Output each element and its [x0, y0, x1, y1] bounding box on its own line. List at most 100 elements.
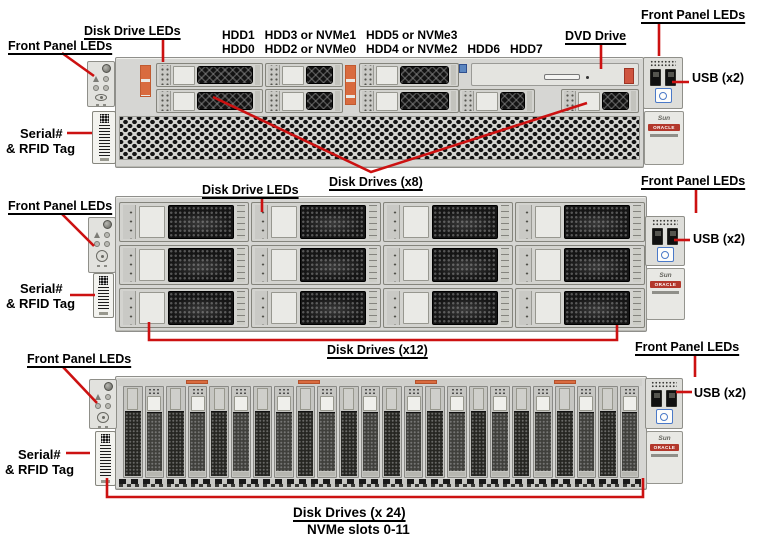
drive-led-indicators — [580, 388, 593, 395]
model-text-bar — [651, 291, 680, 294]
drive-label-strip — [451, 91, 456, 111]
drive-bay — [359, 89, 459, 113]
drive-face — [500, 92, 525, 110]
drive-label-strip — [633, 248, 641, 282]
drive-led-indicators — [462, 91, 474, 111]
drive-led-indicators — [564, 91, 576, 111]
serial-rfid-tag — [93, 273, 114, 318]
tag-bar — [99, 312, 108, 315]
drive-led-indicators — [387, 291, 400, 325]
drive-latch — [622, 396, 637, 411]
drive-slot — [187, 386, 208, 478]
usb-port — [652, 228, 663, 245]
service-label — [415, 380, 437, 384]
drive-label-strip — [237, 291, 245, 325]
led-row — [94, 241, 110, 247]
drive-face — [341, 411, 357, 476]
drive-latch — [403, 292, 429, 324]
drive-label-strip — [501, 248, 509, 282]
drive-bay — [156, 63, 263, 87]
power-button-icon — [97, 412, 109, 423]
status-icons — [652, 219, 678, 226]
callout-serial-mid-line2: & RFID Tag — [6, 296, 76, 311]
drive-label-strip — [535, 472, 551, 476]
drive-bay — [265, 63, 343, 87]
drive-face — [306, 92, 333, 110]
led-icon — [103, 85, 109, 91]
blue-label — [459, 64, 467, 73]
drive-slot — [533, 386, 553, 478]
drive-label-strip — [335, 65, 340, 85]
tag-bar — [99, 158, 109, 161]
dvd-drive-bay — [471, 63, 639, 86]
drive-latch — [282, 91, 304, 111]
usb-port — [650, 69, 661, 86]
usb-slot — [653, 393, 660, 398]
drive-face — [513, 411, 530, 476]
callout-front-panel-leds-mid-left: Front Panel LEDs — [8, 199, 113, 213]
drive-latch — [139, 292, 165, 324]
drive-latch — [282, 65, 304, 85]
drive-label-strip — [501, 205, 509, 239]
drive-slot — [209, 386, 229, 478]
usb-port — [665, 69, 676, 86]
qr-code-icon — [101, 434, 110, 443]
vent-dashes — [119, 484, 641, 487]
usb-port — [667, 228, 678, 245]
drive-face — [578, 412, 595, 471]
drive-face — [400, 92, 449, 110]
drive-slot — [619, 386, 640, 478]
service-label — [345, 65, 356, 105]
drive-label-strip — [501, 291, 509, 325]
callout-front-panel-leds-top-left: Front Panel LEDs — [8, 39, 113, 53]
drive-latch — [476, 91, 498, 111]
drive-led-indicators — [148, 388, 161, 395]
drive-latch — [320, 396, 335, 411]
drive-label-strip — [369, 291, 377, 325]
drive-bay — [515, 288, 645, 328]
drive-lever — [386, 388, 398, 410]
drive-slot — [339, 386, 359, 478]
label-mark — [97, 265, 100, 267]
drive-lever — [127, 388, 139, 410]
drive-led-indicators — [123, 291, 136, 325]
usb-slot — [667, 72, 674, 77]
drive-latch — [271, 292, 297, 324]
label-marks — [96, 104, 106, 106]
intel-mark — [659, 91, 667, 100]
drive-lever — [559, 388, 571, 410]
led-row — [95, 394, 111, 400]
warning-led-icon — [93, 76, 99, 82]
drive-led-indicators — [191, 388, 204, 395]
service-label — [186, 380, 208, 384]
drive-label-strip — [492, 472, 508, 476]
drive-bay — [383, 245, 513, 285]
drive-slot — [447, 386, 467, 478]
callout-nvme-slots: NVMe slots 0-11 — [307, 522, 410, 537]
drive-bay — [561, 89, 639, 113]
drive-latch — [579, 396, 594, 411]
front-io-panel — [645, 378, 683, 429]
drive-lever — [516, 388, 528, 410]
drive-face — [564, 291, 630, 325]
drive-slot — [166, 386, 186, 478]
drive-face — [300, 205, 366, 239]
led-icon — [104, 232, 110, 238]
usb-ports — [651, 390, 677, 407]
drive-face — [125, 411, 141, 476]
drive-slot — [317, 386, 337, 478]
drive-face — [621, 412, 638, 471]
usb-ports — [652, 228, 678, 245]
label-marks — [98, 426, 108, 428]
screw-icon — [102, 64, 111, 73]
drive-latch — [536, 396, 551, 411]
front-panel-led-panel — [88, 217, 116, 273]
callout-serial-mid-line1: Serial# — [20, 281, 63, 296]
led-icon — [105, 394, 111, 400]
drive-label-strip — [578, 472, 595, 476]
drive-face — [432, 291, 498, 325]
drive-latch — [363, 396, 378, 411]
led-icon — [103, 76, 109, 82]
intel-mark — [660, 412, 668, 421]
